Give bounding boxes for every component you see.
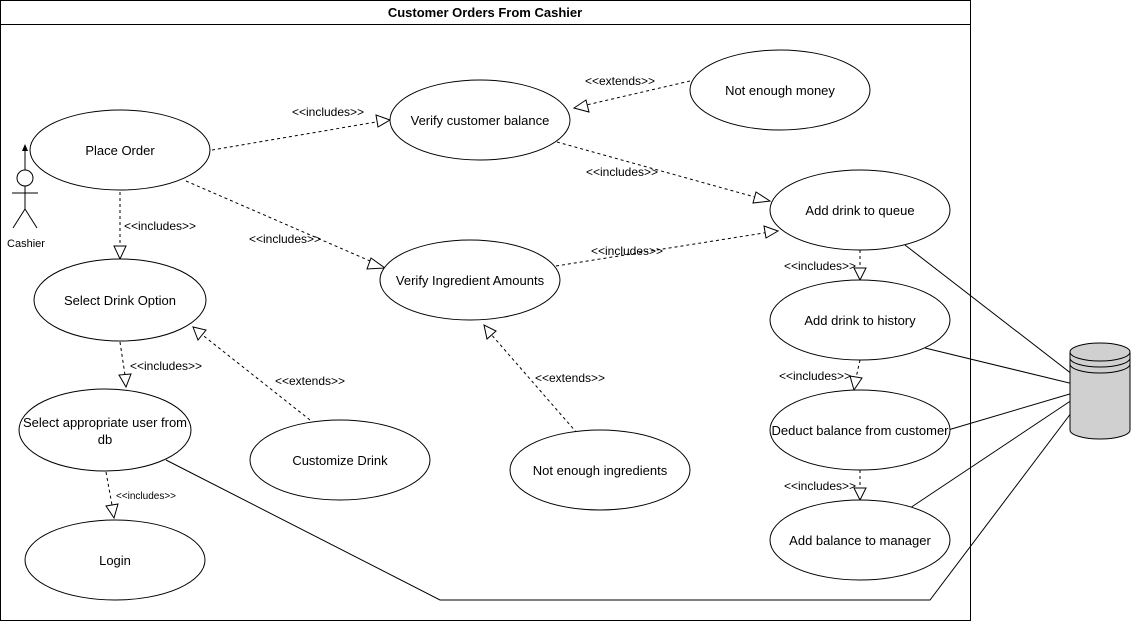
edge-label-includes: <<includes>> xyxy=(784,259,856,273)
open-arrowhead xyxy=(483,324,497,340)
use-case-add-balance-manager: Add balance to manager xyxy=(769,499,951,581)
use-case-label: Select Drink Option xyxy=(64,293,176,308)
use-case-label: Not enough ingredients xyxy=(533,463,668,478)
edge-label-extends: <<extends>> xyxy=(275,374,345,388)
edge-label-includes: <<includes>> xyxy=(784,479,856,493)
association-select-user-database xyxy=(165,387,1091,601)
database-associations xyxy=(165,244,1091,601)
edge-verify-ingredients-add-queue xyxy=(555,231,771,267)
open-arrowhead xyxy=(118,373,132,389)
edge-place-order-verify-balance xyxy=(211,120,383,151)
edge-label-extends: <<extends>> xyxy=(535,371,605,385)
use-case-label: Verify Ingredient Amounts xyxy=(396,273,545,288)
open-arrowhead xyxy=(113,245,127,261)
use-case-label: Add balance to manager xyxy=(789,533,931,548)
use-case-label: Place Order xyxy=(85,143,155,158)
open-arrowhead xyxy=(192,326,207,341)
open-arrowhead xyxy=(572,99,590,113)
open-arrowhead xyxy=(849,375,863,392)
edge-label-includes: <<includes>> xyxy=(116,491,176,502)
edge-labels: <<includes>> <<extends>> <<includes>> <<… xyxy=(116,74,856,502)
use-case-label: db xyxy=(98,432,112,447)
open-arrowhead xyxy=(752,191,772,204)
edge-label-extends: <<extends>> xyxy=(585,74,655,88)
use-case-label: Add drink to history xyxy=(804,313,916,328)
edge-not-enough-ingredients-verify-ingredients xyxy=(489,332,578,434)
use-case-verify-balance: Verify customer balance xyxy=(389,79,571,161)
use-case-not-enough-ingredients: Not enough ingredients xyxy=(509,429,691,511)
use-case-place-order: Place Order xyxy=(29,109,211,191)
association-add-history-database xyxy=(924,347,1091,389)
association-add-manager-database xyxy=(909,387,1091,509)
use-case-deduct-balance: Deduct balance from customer xyxy=(769,389,951,471)
edge-label-includes: <<includes>> xyxy=(249,232,321,246)
use-case-label: Add drink to queue xyxy=(805,203,914,218)
use-cases: Place Order Verify customer balance Not … xyxy=(18,49,951,601)
stick-figure-icon xyxy=(12,144,38,229)
use-case-label: Deduct balance from customer xyxy=(771,423,949,438)
use-case-label: Verify customer balance xyxy=(411,113,550,128)
use-case-select-drink: Select Drink Option xyxy=(33,258,207,342)
open-arrowhead xyxy=(763,225,780,239)
use-case-verify-ingredients: Verify Ingredient Amounts xyxy=(379,239,561,321)
open-arrowhead xyxy=(853,487,867,502)
use-case-label: Select appropriate user from xyxy=(23,415,187,430)
association-add-queue-database xyxy=(904,244,1091,389)
edge-label-includes: <<includes>> xyxy=(586,165,658,179)
open-arrowhead xyxy=(366,257,387,270)
use-case-label: Not enough money xyxy=(725,83,835,98)
relation-edges xyxy=(105,80,867,520)
edge-label-includes: <<includes>> xyxy=(779,369,851,383)
edge-label-includes: <<includes>> xyxy=(124,219,196,233)
use-case-select-user: Select appropriate user from db xyxy=(18,388,192,472)
edge-customize-drink-select-drink xyxy=(199,332,311,421)
open-arrowhead xyxy=(853,267,867,282)
association-deduct-balance-database xyxy=(947,387,1091,431)
edge-place-order-verify-ingredients xyxy=(185,180,378,265)
actor-label: Cashier xyxy=(7,238,45,250)
use-case-not-enough-money: Not enough money xyxy=(689,49,871,131)
open-arrowhead xyxy=(375,114,392,128)
edge-label-includes: <<includes>> xyxy=(292,105,364,119)
use-case-label: Login xyxy=(99,553,131,568)
use-case-add-to-queue: Add drink to queue xyxy=(769,169,951,251)
open-arrowhead xyxy=(105,503,119,520)
use-case-label: Customize Drink xyxy=(292,453,388,468)
use-case-customize-drink: Customize Drink xyxy=(249,419,431,501)
actor-cashier: Cashier xyxy=(7,144,45,250)
database-icon xyxy=(1069,342,1131,440)
use-case-login: Login xyxy=(24,519,206,601)
edge-label-includes: <<includes>> xyxy=(130,359,202,373)
edge-not-enough-money-verify-balance xyxy=(581,80,691,107)
diagram-title: Customer Orders From Cashier xyxy=(388,5,582,20)
edge-label-includes: <<includes>> xyxy=(591,244,663,258)
use-case-add-to-history: Add drink to history xyxy=(769,279,951,361)
